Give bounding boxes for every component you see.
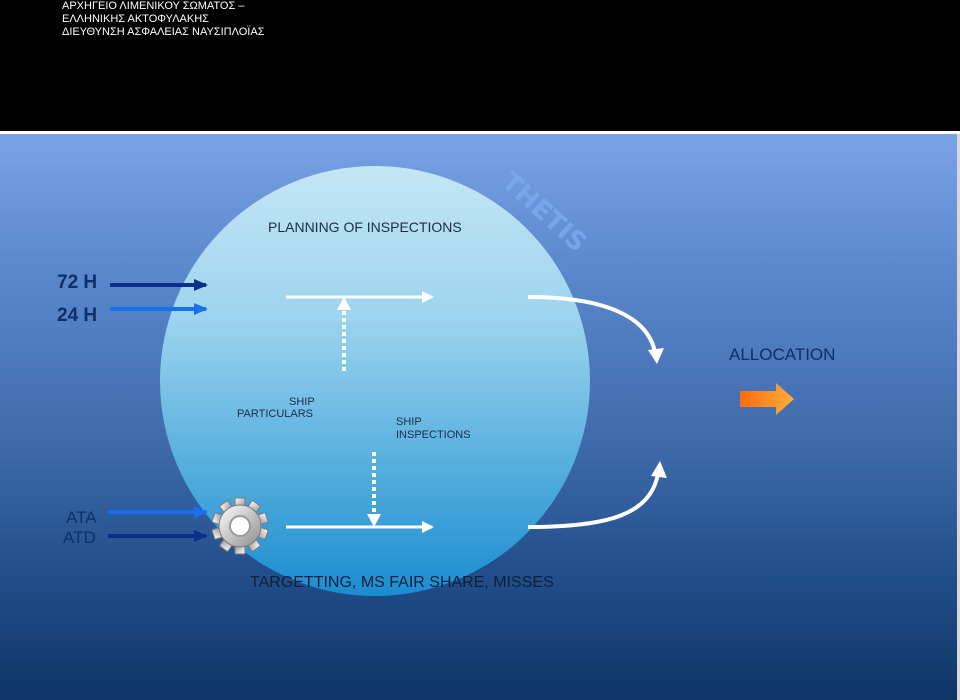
allocation-label: ALLOCATION xyxy=(729,345,836,364)
process-circle xyxy=(160,166,590,596)
header-line-2: ΕΛΛΗΝΙΚΗΣ ΑΚΤΟΦΥΛΑΚΗΣ xyxy=(62,13,209,25)
input-72h-label: 72 H xyxy=(57,272,98,293)
curved-arrow-icon xyxy=(527,473,660,529)
slide-edge xyxy=(957,134,960,700)
curved-arrow-icon xyxy=(527,295,657,353)
curved-arrow-head xyxy=(648,348,664,364)
header-line-1: ΑΡΧΗΓΕΙΟ ΛΙΜΕΝΙΚΟΥ ΣΩΜΑΤΟΣ – xyxy=(62,0,245,12)
input-atd-label: ATD xyxy=(63,528,96,547)
gear-icon xyxy=(211,497,269,555)
input-24h-label: 24 H xyxy=(57,305,98,326)
curved-arrow-head xyxy=(651,461,667,478)
header-line-3: ΔΙΕΥΘΥΝΣΗ ΑΣΦΑΛΕΙΑΣ ΝΑΥΣΙΠΛΟΪΑΣ xyxy=(62,26,265,38)
header-bar: ΑΡΧΗΓΕΙΟ ΛΙΜΕΝΙΚΟΥ ΣΩΜΑΤΟΣ – ΕΛΛΗΝΙΚΗΣ Α… xyxy=(0,0,960,131)
orange-block-arrow-icon xyxy=(740,383,794,415)
ship-particulars-line-2: PARTICULARS xyxy=(237,408,314,420)
input-ata-label: ATA xyxy=(66,508,97,527)
process-diagram: THETIS xyxy=(108,166,794,596)
ship-inspections-line-2: INSPECTIONS xyxy=(396,429,471,441)
up-arrow-head xyxy=(337,297,351,310)
down-arrow-head xyxy=(367,514,381,527)
ship-particulars-line-1: SHIP xyxy=(289,396,315,408)
ship-inspections-line-1: SHIP xyxy=(396,416,422,428)
planning-title: PLANNING OF INSPECTIONS xyxy=(268,219,462,235)
targeting-label: TARGETTING, MS FAIR SHARE, MISSES xyxy=(250,574,554,591)
